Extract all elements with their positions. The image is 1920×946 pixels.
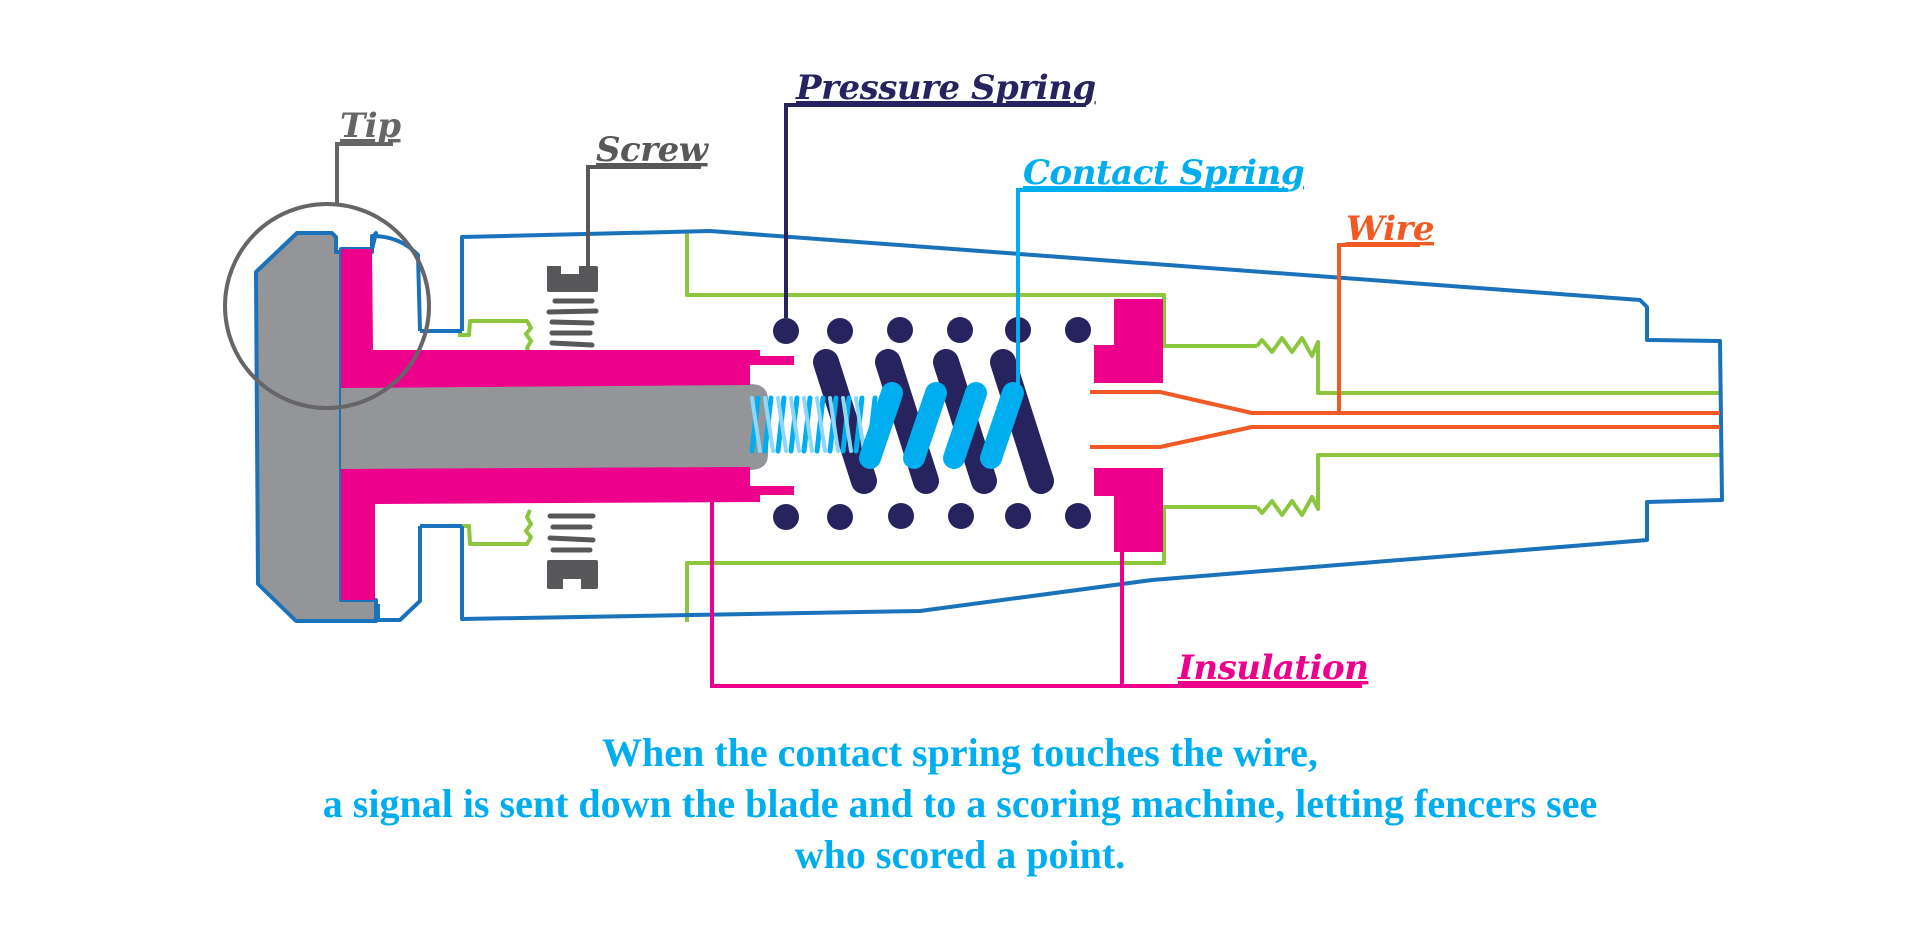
contact-spring-leader xyxy=(1016,188,1288,405)
screw-upper xyxy=(546,266,599,348)
contact-spring-thick-coil xyxy=(859,382,1024,469)
insulation-parts xyxy=(341,249,1163,600)
insulation-leader xyxy=(710,502,1362,688)
screw-lower xyxy=(547,513,598,589)
insulation-sleeve-upper xyxy=(341,249,794,388)
caption-line-1: When the contact spring touches the wire… xyxy=(602,730,1318,775)
tip-leader xyxy=(335,142,393,204)
tip-label: Tip xyxy=(340,106,401,146)
screw-label: Screw xyxy=(596,130,710,170)
ground-cup-lower xyxy=(685,505,1257,622)
tip-shaft xyxy=(341,384,768,472)
caption-line-3: who scored a point. xyxy=(794,832,1126,877)
tip-callout-circle xyxy=(223,202,431,410)
wire-lower-strand xyxy=(1090,425,1720,449)
contact-spring xyxy=(749,382,1024,469)
screw-thread-lower xyxy=(547,513,596,553)
wire-upper-strand xyxy=(1090,390,1720,415)
ground-small-zigzag-upper xyxy=(458,319,533,356)
wire xyxy=(1090,390,1720,449)
barrel-upper-outline xyxy=(460,229,1724,621)
screw-thread-upper xyxy=(546,298,599,348)
ground-cup-upper xyxy=(685,232,1257,348)
screw-head-upper xyxy=(547,266,598,292)
ground-zigzag-upper xyxy=(1255,336,1720,395)
screw-head-lower xyxy=(547,560,598,589)
wire-label: Wire xyxy=(1346,209,1434,249)
pressure-spring-label: Pressure Spring xyxy=(795,68,1096,108)
ground-wire-paths xyxy=(458,232,1720,622)
leader-lines xyxy=(335,103,1420,688)
tip-guide-lower xyxy=(376,524,462,622)
contact-spring-fine-coil-back xyxy=(750,396,866,453)
insulation-label: Insulation xyxy=(1177,648,1368,688)
pressure-spring-coil-bottoms xyxy=(773,503,1091,530)
caption-line-2: a signal is sent down the blade and to a… xyxy=(322,781,1598,826)
insulation-sleeve-lower xyxy=(341,467,794,600)
pressure-spring-leader xyxy=(784,103,1086,318)
caption: When the contact spring touches the wire… xyxy=(0,727,1920,880)
ground-small-zigzag-lower xyxy=(458,509,533,546)
insulation-cap-lower xyxy=(1094,468,1163,552)
ground-zigzag-lower xyxy=(1255,453,1720,517)
screw-leader xyxy=(586,165,701,266)
tip-guide-upper xyxy=(370,234,462,333)
contact-spring-label: Contact Spring xyxy=(1023,153,1304,193)
wire-leader xyxy=(1337,243,1420,413)
pressure-spring-coil-tops xyxy=(773,317,1091,344)
insulation-cap-upper xyxy=(1094,299,1163,383)
